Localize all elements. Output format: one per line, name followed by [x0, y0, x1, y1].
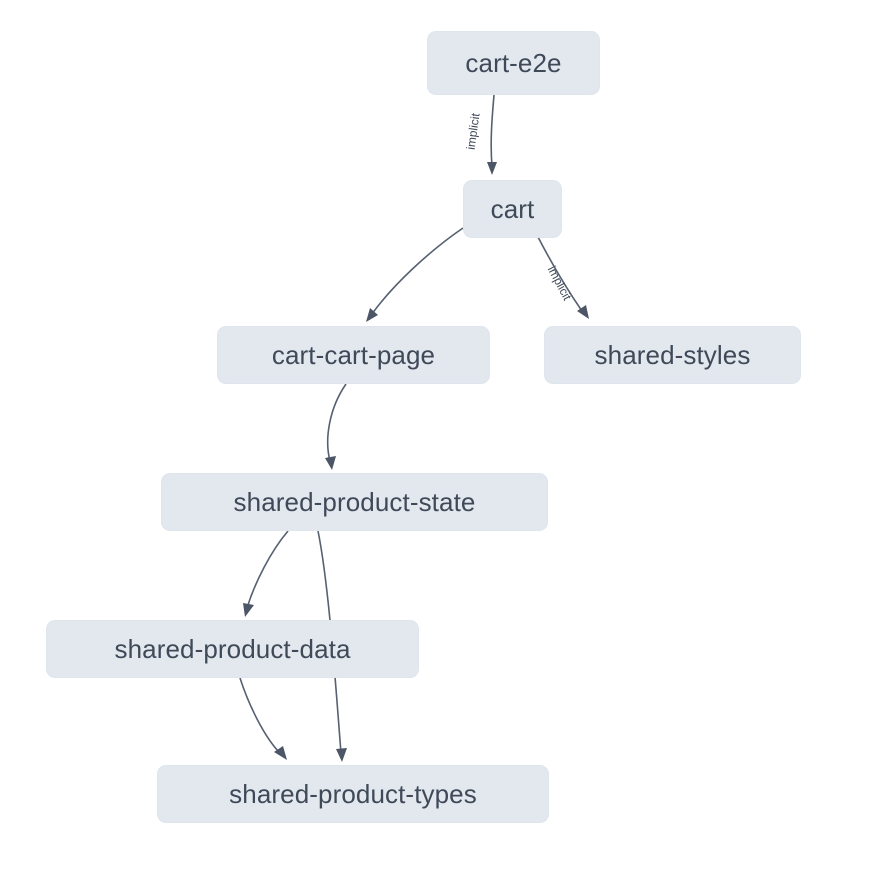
- graph-node-shared-product-types[interactable]: shared-product-types: [157, 765, 549, 823]
- graph-node-label: cart-e2e: [465, 48, 562, 78]
- graph-node-cart-cart-page[interactable]: cart-cart-page: [217, 326, 490, 384]
- edge-line: [326, 383, 347, 462]
- graph-node-label: shared-product-state: [233, 487, 476, 517]
- graph-node-cart-e2e[interactable]: cart-e2e: [427, 31, 600, 95]
- edge-line: [371, 227, 464, 315]
- arrowhead-icon: [487, 162, 497, 175]
- graph-node-shared-product-state[interactable]: shared-product-state: [161, 473, 548, 531]
- graph-edge: implicit: [537, 236, 589, 319]
- graph-node-shared-styles[interactable]: shared-styles: [544, 326, 801, 384]
- graph-node-cart[interactable]: cart: [463, 180, 562, 238]
- graph-edge: [366, 227, 464, 322]
- edge-label: implicit: [545, 264, 575, 304]
- arrowhead-icon: [366, 308, 378, 322]
- graph-node-label: shared-product-data: [114, 634, 351, 664]
- arrowhead-icon: [243, 603, 254, 617]
- graph-edge: [325, 383, 347, 470]
- arrowhead-icon: [325, 456, 336, 470]
- edge-line: [490, 94, 495, 167]
- graph-edge: [243, 530, 289, 617]
- arrowhead-icon: [274, 746, 287, 760]
- edge-line: [239, 677, 281, 754]
- graph-edge: implicit: [464, 94, 497, 175]
- graph-node-label: shared-product-types: [229, 779, 477, 809]
- edge-line: [246, 530, 289, 609]
- graph-node-label: cart-cart-page: [271, 340, 436, 370]
- graph-node-shared-product-data[interactable]: shared-product-data: [46, 620, 419, 678]
- arrowhead-icon: [577, 305, 589, 319]
- graph-node-label: cart: [490, 194, 535, 224]
- graph-node-label: shared-styles: [594, 340, 751, 370]
- edge-line: [537, 236, 583, 312]
- graph-edge: [239, 677, 287, 760]
- edge-label: implicit: [464, 112, 483, 151]
- arrowhead-icon: [336, 748, 347, 762]
